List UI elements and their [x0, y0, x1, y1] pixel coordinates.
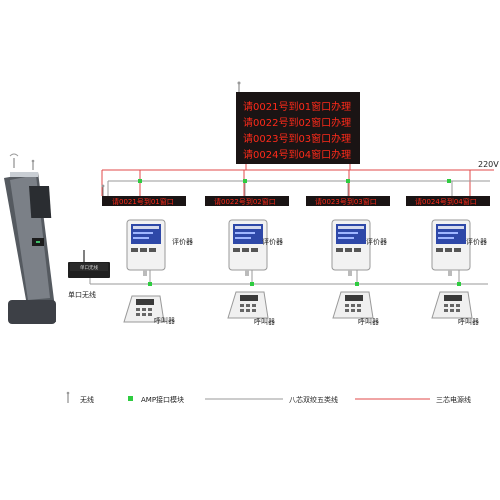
evaluator-device: [126, 219, 166, 276]
wireless-icon: [66, 391, 70, 403]
main-led-display: 请0021号到01窗口办理 请0022号到02窗口办理 请0023号到03窗口办…: [236, 81, 360, 164]
window-display-panel: [406, 196, 490, 206]
amp-module-nodes: [138, 179, 461, 286]
evaluator-device: [431, 219, 471, 276]
window-display-text: 请0021号到01窗口: [112, 197, 174, 206]
main-display-panel: [236, 92, 360, 164]
window-unit-3: 请0023号到03窗口 评价器 呼叫器: [306, 196, 390, 326]
caller-label: 呼叫器: [458, 317, 479, 326]
power-line-network: [101, 164, 494, 196]
amp-node: [243, 179, 247, 183]
wireless-antenna-icon: [31, 159, 35, 170]
wireless-unit: 单口无线: [68, 250, 110, 278]
main-display-line-3: 请0023号到03窗口办理: [243, 132, 351, 145]
caller-device: [431, 291, 473, 319]
cat5-cable-network: [89, 180, 490, 285]
evaluator-label: 评价器: [262, 238, 283, 246]
amp-node: [250, 282, 254, 286]
window-display-panel: [102, 196, 186, 206]
evaluator-device: [228, 219, 268, 276]
caller-label: 呼叫器: [358, 317, 379, 326]
caller-device: [123, 295, 165, 323]
window-display-panel: [306, 196, 390, 206]
window-display-panel: [205, 196, 289, 206]
evaluator-label: 评价器: [466, 238, 487, 246]
amp-node: [138, 179, 142, 183]
amp-node: [148, 282, 152, 286]
wireless-unit-box-text: 单口无线: [80, 264, 98, 271]
window-display-text: 请0023号到03窗口: [315, 197, 377, 206]
caller-label: 呼叫器: [254, 317, 275, 326]
window-unit-4: 请0024号到04窗口 评价器 呼叫器: [406, 196, 490, 326]
amp-node: [447, 179, 451, 183]
ticket-kiosk: [4, 172, 56, 324]
legend-cat5: 八芯双绞五类线: [289, 395, 338, 404]
main-display-line-4: 请0024号到04窗口办理: [243, 148, 351, 161]
caller-label: 呼叫器: [154, 316, 175, 325]
amp-node: [457, 282, 461, 286]
window-display-text: 请0024号到04窗口: [415, 197, 477, 206]
amp-node: [346, 179, 350, 183]
legend: 无线 AMP接口模块 八芯双绞五类线 三芯电源线: [66, 391, 471, 404]
caller-device: [332, 291, 374, 319]
evaluator-label: 评价器: [366, 238, 387, 246]
window-display-text: 请0022号到02窗口: [214, 197, 276, 206]
main-display-line-1: 请0021号到01窗口办理: [243, 100, 351, 113]
window-unit-2: 请0022号到02窗口 评价器 呼叫器: [205, 196, 289, 326]
main-display-line-2: 请0022号到02窗口办理: [243, 116, 351, 129]
legend-amp-swatch: [128, 396, 133, 401]
wireless-unit-label: 单口无线: [68, 290, 96, 299]
evaluator-device: [331, 219, 371, 276]
legend-wireless: 无线: [80, 395, 94, 404]
legend-power: 三芯电源线: [436, 395, 471, 404]
wireless-antenna-icon: [101, 184, 105, 196]
caller-device: [227, 291, 269, 319]
wireless-antenna-icon: [237, 81, 241, 92]
amp-node: [355, 282, 359, 286]
voltage-label: 220V: [478, 160, 499, 169]
evaluator-label: 评价器: [172, 238, 193, 246]
wireless-antenna-icon: [9, 153, 19, 168]
legend-amp-module: AMP接口模块: [141, 395, 184, 404]
window-unit-1: 请0021号到01窗口 评价器 呼叫器: [102, 196, 193, 325]
